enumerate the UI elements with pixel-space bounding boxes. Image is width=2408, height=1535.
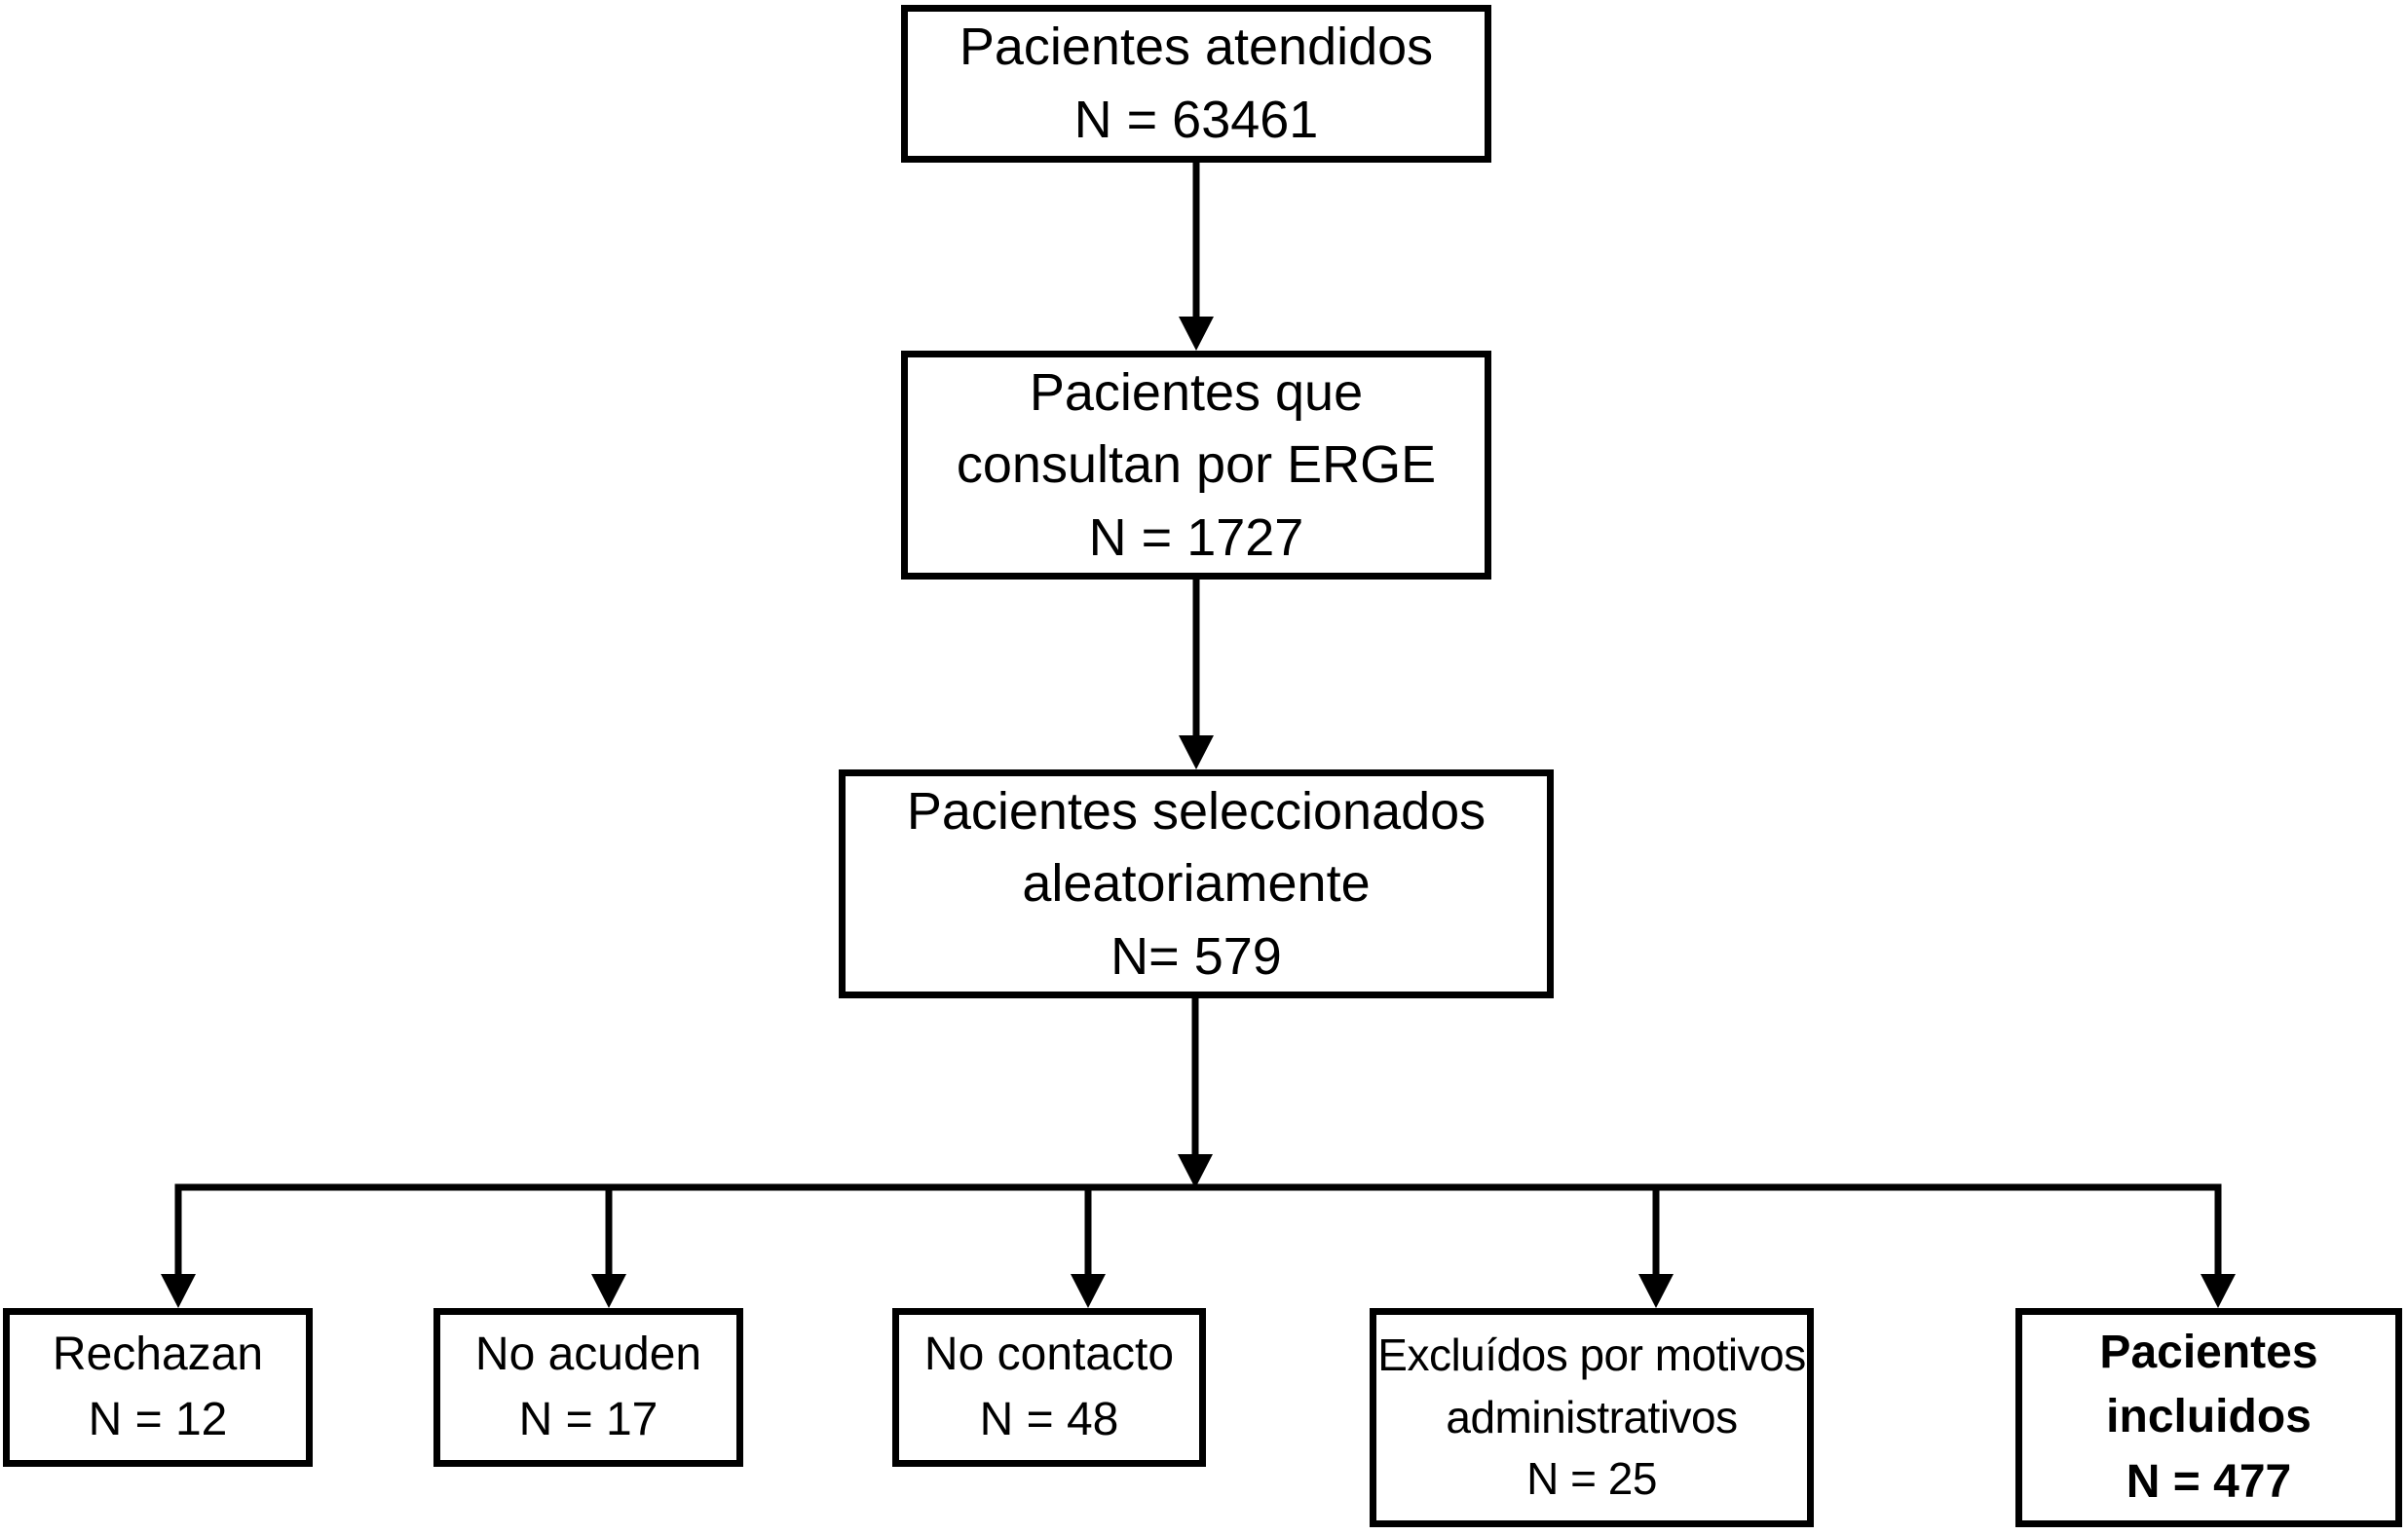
node-pacientes-incluidos: Pacientes incluidos N = 477 [2015, 1308, 2402, 1527]
arrow-to-no-contacto [1071, 1183, 1106, 1308]
node-label: Pacientes seleccionados [906, 781, 1486, 841]
node-label: aleatoriamente [1022, 854, 1371, 914]
node-label: administrativos [1446, 1391, 1738, 1442]
node-excluidos-motivos-administrativos: Excluídos por motivos administrativos N … [1370, 1308, 1814, 1527]
node-label: Excluídos por motivos [1377, 1329, 1806, 1381]
node-label: Pacientes atendidos [959, 18, 1434, 77]
arrow-atendidos-to-erge [1179, 162, 1214, 351]
node-pacientes-atendidos: Pacientes atendidos N = 63461 [901, 5, 1491, 163]
node-label: Rechazan [52, 1329, 264, 1381]
node-count: N = 1727 [1088, 507, 1304, 567]
node-count: N= 579 [1110, 926, 1282, 986]
node-no-acuden: No acuden N = 17 [433, 1308, 743, 1467]
arrow-to-incluidos [2201, 1183, 2236, 1308]
node-count: N = 17 [518, 1393, 658, 1445]
arrow-erge-to-aleatorios [1179, 578, 1214, 769]
arrow-to-no-acuden [591, 1183, 626, 1308]
arrow-to-excluidos [1638, 1183, 1674, 1308]
node-consultan-por-erge: Pacientes que consultan por ERGE N = 172… [901, 351, 1491, 580]
arrow-to-rechazan [161, 1183, 196, 1308]
node-label: No contacto [923, 1329, 1175, 1381]
node-rechazan: Rechazan N = 12 [3, 1308, 313, 1467]
node-no-contacto: No contacto N = 48 [892, 1308, 1206, 1467]
node-seleccionados-aleatoriamente: Pacientes seleccionados aleatoriamente N… [839, 769, 1554, 998]
node-label: consultan por ERGE [956, 435, 1437, 495]
node-count: N = 25 [1526, 1453, 1657, 1505]
node-label: No acuden [474, 1329, 702, 1381]
node-count: N = 63461 [1073, 91, 1319, 149]
node-label: incluidos [2106, 1391, 2312, 1443]
arrow-aleatorios-to-branch-line [1178, 996, 1213, 1188]
node-label: Pacientes [2099, 1327, 2318, 1379]
node-count: N = 477 [2126, 1455, 2292, 1508]
node-count: N = 12 [88, 1393, 228, 1445]
node-label: Pacientes que [1029, 362, 1364, 422]
node-count: N = 48 [979, 1393, 1119, 1445]
